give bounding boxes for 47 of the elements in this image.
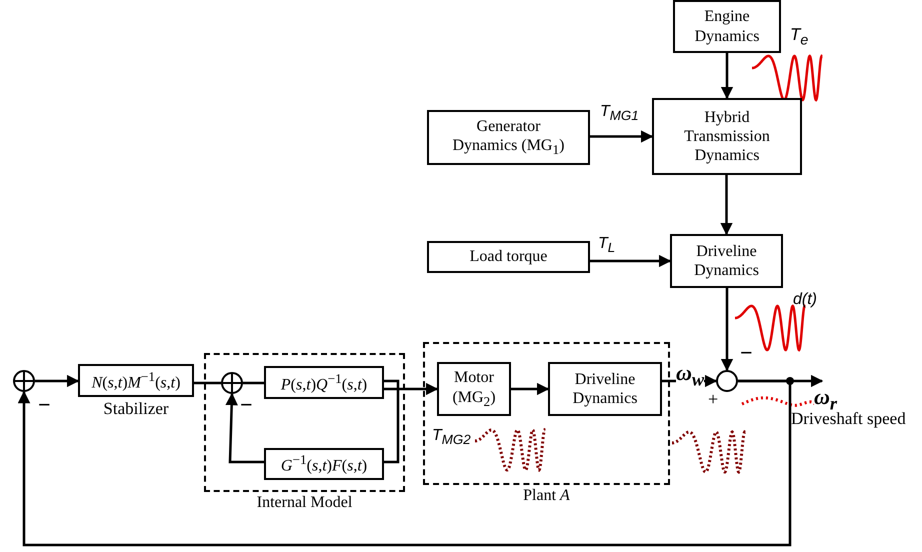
arrow bbox=[590, 130, 654, 143]
sign-label: + bbox=[708, 390, 718, 408]
block-label: G$^{−1}$(s,t)F(s,t) bbox=[280, 452, 368, 476]
block-box bbox=[652, 98, 802, 175]
connector-line bbox=[194, 382, 221, 384]
summing-junction bbox=[13, 370, 35, 392]
summing-junction bbox=[221, 372, 243, 394]
arrow bbox=[384, 382, 438, 396]
signal-label: T$_{e}$ bbox=[790, 26, 808, 48]
arrow bbox=[225, 392, 264, 464]
arrow bbox=[511, 382, 550, 396]
block-box bbox=[673, 0, 781, 53]
arrow bbox=[18, 380, 792, 546]
block-box bbox=[670, 234, 783, 288]
group-label: Internal Model bbox=[256, 494, 352, 512]
signal-label: T$_{MG2}$ bbox=[432, 428, 471, 447]
edge-label: T$_{L}$ bbox=[598, 236, 616, 255]
sign-label: − bbox=[740, 342, 753, 364]
signal-label: Driveshaft speed bbox=[791, 410, 906, 427]
block-label: P(s,t)Q$^{−1}$(s,t) bbox=[280, 370, 368, 394]
sign-label: − bbox=[38, 394, 51, 416]
block-caption: Stabilizer bbox=[103, 399, 169, 419]
block-label: Engine Dynamics bbox=[694, 7, 760, 46]
block-box bbox=[427, 241, 590, 273]
arrow bbox=[720, 175, 733, 236]
sign-label: − bbox=[240, 394, 253, 416]
block-label: N(s,t)M$^{−1}$(s,t) bbox=[90, 368, 182, 392]
arrow bbox=[720, 53, 734, 100]
block-box bbox=[264, 448, 384, 480]
summing-junction bbox=[716, 370, 738, 392]
block-box bbox=[264, 366, 384, 399]
group-label: Plant A bbox=[523, 487, 570, 505]
connector-line bbox=[243, 382, 264, 384]
block-label: Generator Dynamics (MG$_{1}$) bbox=[452, 116, 566, 158]
block-label: Load torque bbox=[468, 247, 548, 267]
block-box bbox=[548, 362, 662, 416]
signal-label: d(t) bbox=[793, 292, 817, 308]
edge-label: T$_{MG1}$ bbox=[600, 104, 639, 123]
block-box bbox=[437, 362, 511, 416]
arrow bbox=[35, 374, 80, 388]
block-label: Motor (MG$_{2}$) bbox=[451, 368, 497, 410]
block-label: Hybrid Transmission Dynamics bbox=[683, 108, 771, 166]
block-box bbox=[427, 110, 590, 165]
block-label: Driveline Dynamics bbox=[693, 242, 760, 280]
block-label: Driveline Dynamics bbox=[572, 370, 638, 408]
arrow bbox=[590, 254, 672, 268]
arrow bbox=[720, 288, 734, 372]
